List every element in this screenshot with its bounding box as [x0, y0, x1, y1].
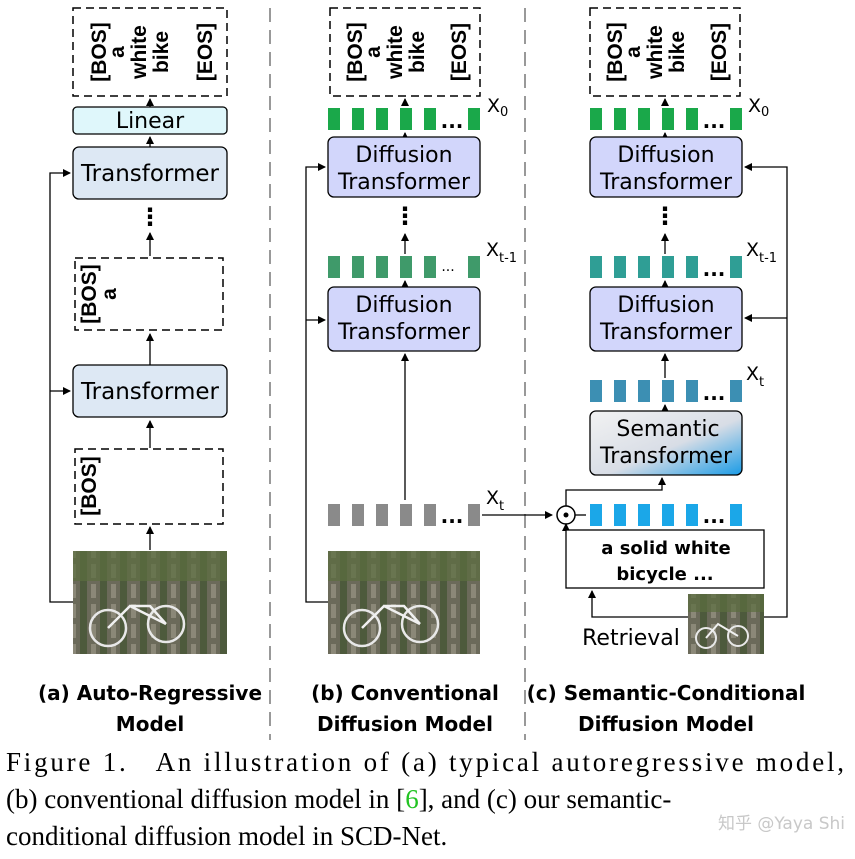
caption-a-line1: (a) Auto-Regressive [38, 681, 262, 705]
semantic-transformer-label: Transformer [599, 444, 733, 469]
caption-line2: (b) conventional diffusion model in [6],… [6, 784, 671, 814]
diffusion-label: Diffusion [355, 293, 452, 318]
diffusion-label: Diffusion [617, 293, 714, 318]
token-dots: ... [703, 381, 726, 405]
x0-token-row [328, 108, 480, 130]
output-token: white [644, 25, 667, 80]
output-token: [BOS] [344, 22, 367, 82]
low-token: [BOS] [78, 456, 101, 516]
output-token: [EOS] [194, 23, 217, 81]
retrieval-label: Retrieval [582, 626, 680, 651]
semantic-label: Semantic [616, 417, 719, 442]
retrieved-sentence-line1: a solid white [601, 538, 730, 559]
mid-token-box [74, 257, 224, 331]
output-token: white [384, 25, 407, 80]
mid-token: a [98, 288, 121, 300]
low-token-box [74, 448, 224, 525]
retrieved-sentence-line2: bicycle ... [616, 564, 713, 585]
caption-line3: conditional diffusion model in SCD-Net. [6, 821, 447, 851]
panel-c: [BOS] a white bike [EOS] ... X 0 Diffusi… [527, 7, 806, 736]
diffusion-transformer-top [327, 136, 481, 198]
x0-subscript: 0 [500, 105, 508, 120]
diffusion-label: Diffusion [617, 143, 714, 168]
caption-b-line1: (b) Conventional [311, 681, 499, 705]
retrieved-sentence-box [565, 529, 765, 589]
panel-a: [BOS] a white bike [EOS] Linear Transfor… [38, 7, 262, 736]
output-token: [BOS] [88, 22, 111, 82]
output-token: [EOS] [708, 23, 731, 81]
transformer-box-bottom [72, 364, 228, 418]
linear-layer-box [72, 106, 228, 135]
output-token: bike [406, 31, 429, 73]
output-token: a [622, 46, 645, 58]
vertical-ellipsis: ⋮ [653, 202, 677, 230]
blue-token-row [590, 504, 742, 526]
token-dots: ... [703, 109, 726, 133]
output-token-box [329, 7, 481, 97]
xt-subscript: t [759, 375, 764, 390]
transformer-label: Transformer [337, 320, 471, 345]
xt-token-row [328, 504, 480, 526]
xt-subscript: t [499, 499, 504, 514]
mid-token: [BOS] [78, 264, 101, 324]
vertical-ellipsis: ⋮ [138, 203, 162, 231]
xt1-token-row [328, 256, 480, 278]
linear-label: Linear [116, 109, 185, 134]
transformer-label: Transformer [80, 161, 220, 187]
output-token: a [106, 46, 129, 58]
reference-link[interactable]: 6 [405, 784, 419, 814]
caption-c-line2: Diffusion Model [578, 712, 754, 736]
output-token: [BOS] [604, 22, 627, 82]
panel-b: [BOS] a white bike [EOS] ... X 0 Diffusi… [305, 7, 553, 736]
diffusion-label: Diffusion [355, 143, 452, 168]
output-token-box [589, 7, 741, 97]
diffusion-transformer-top [589, 136, 743, 198]
caption-c-line1: (c) Semantic-Conditional [527, 681, 806, 705]
input-image [328, 551, 480, 654]
transformer-label: Transformer [337, 170, 471, 195]
xt1-subscript: t-1 [759, 251, 777, 266]
token-dots: ... [703, 504, 726, 528]
xt1-token-row [590, 256, 742, 278]
semantic-transformer-box [589, 410, 743, 476]
figure-caption: Figure 1. An illustration of (a) typical… [6, 747, 844, 851]
x0-label: X [487, 95, 500, 117]
input-image [73, 551, 227, 654]
query-image [688, 594, 764, 654]
caption-line1: Figure 1. An illustration of (a) typical… [6, 747, 844, 777]
xt1-label: X [746, 239, 759, 261]
x0-label: X [748, 95, 761, 117]
output-token-box [72, 7, 228, 97]
transformer-label: Transformer [599, 170, 733, 195]
output-token: a [362, 46, 385, 58]
vertical-ellipsis: ⋮ [393, 202, 417, 230]
caption-b-line2: Diffusion Model [317, 712, 493, 736]
watermark: 知乎 @Yaya Shi [718, 814, 845, 834]
x0-subscript: 0 [761, 105, 769, 120]
transformer-label: Transformer [599, 320, 733, 345]
output-token: bike [150, 31, 173, 73]
transformer-label: Transformer [80, 379, 220, 405]
caption-a-line2: Model [116, 712, 184, 736]
transformer-box-top [72, 146, 228, 200]
xt1-label: X [486, 239, 499, 261]
xt1-subscript: t-1 [499, 251, 517, 266]
xt-label: X [486, 487, 499, 509]
output-token: [EOS] [448, 23, 471, 81]
output-token: white [128, 25, 151, 80]
x0-token-row [590, 108, 742, 130]
token-dots: ... [441, 504, 464, 528]
diffusion-transformer-bottom [589, 286, 743, 352]
output-token: bike [666, 31, 689, 73]
token-dots: ... [441, 259, 454, 275]
xt-label: X [746, 363, 759, 385]
xt-token-row [590, 380, 742, 402]
token-dots: ... [703, 257, 726, 281]
token-dots: ... [441, 109, 464, 133]
diffusion-transformer-bottom [327, 286, 481, 352]
